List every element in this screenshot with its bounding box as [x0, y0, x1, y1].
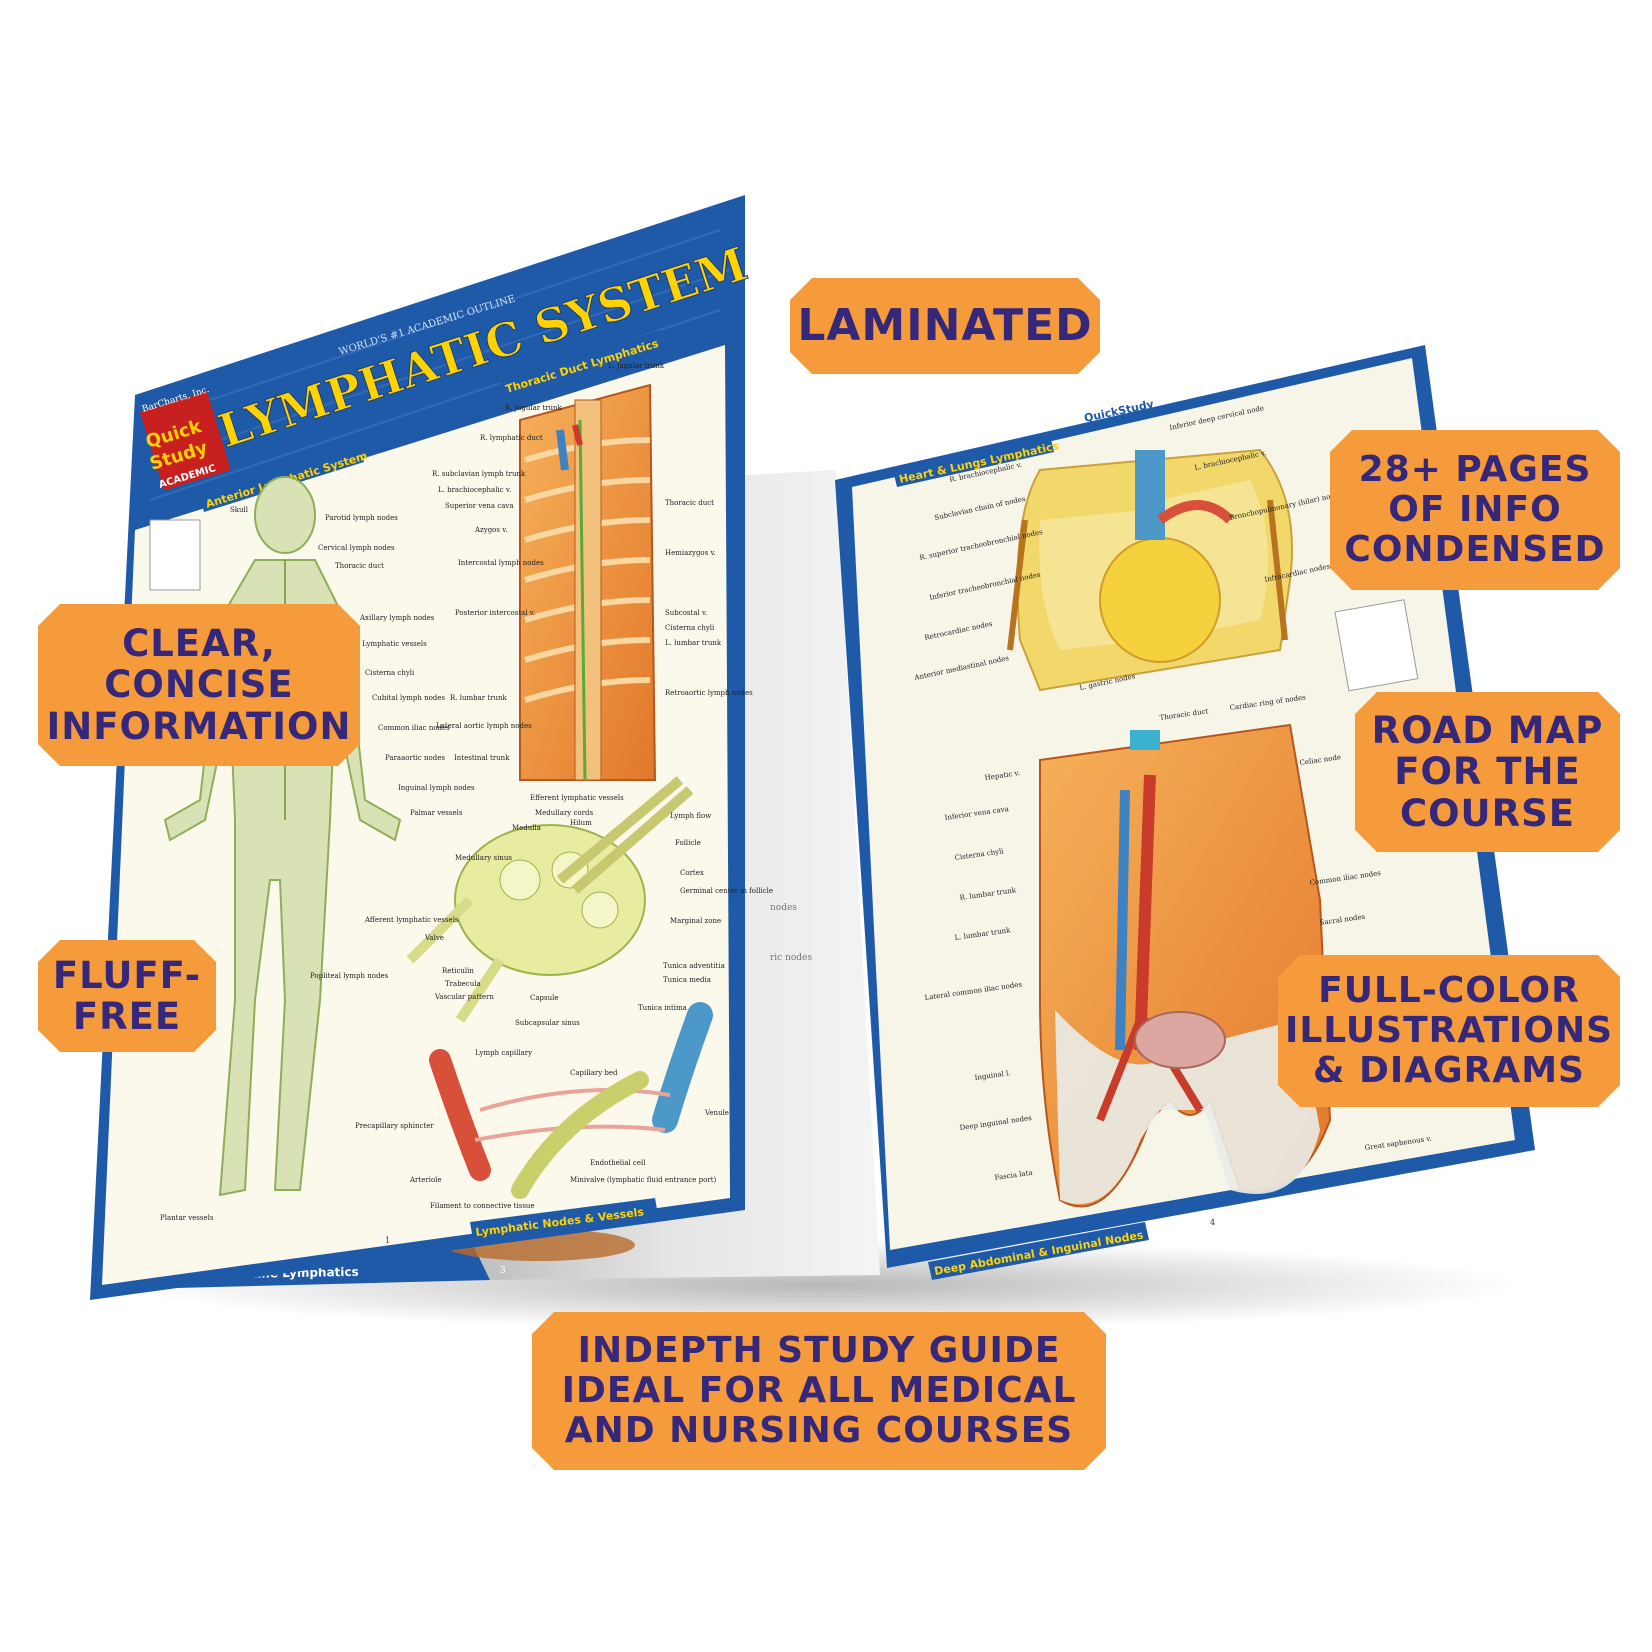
anterior-label: Skull — [230, 506, 249, 514]
node-label: Hilum — [570, 819, 592, 827]
thoracic-label: L. brachiocephalic v. — [438, 486, 511, 494]
badge-laminated: LAMINATED — [790, 278, 1100, 374]
node-label: Valve — [424, 934, 444, 942]
thoracic-label: R. lumbar trunk — [450, 694, 508, 702]
thoracic-label: Superior vena cava — [445, 502, 514, 510]
thoracic-label: L. jugular trunk — [608, 362, 665, 370]
node-label: Tunica intima — [638, 1004, 687, 1012]
anterior-label: Cervical lymph nodes — [318, 544, 395, 552]
node-label: Cortex — [680, 869, 704, 877]
node-label: Lymph flow — [670, 812, 711, 820]
node-label: Subcapsular sinus — [515, 1019, 580, 1027]
lymph-node-illustration — [406, 776, 694, 1023]
node-label: Tunica adventitia — [663, 962, 725, 970]
anterior-label: Common iliac nodes — [378, 724, 450, 732]
badge-road-map: ROAD MAP FOR THE COURSE — [1355, 692, 1620, 852]
thoracic-label: R. subclavian lymph trunk — [432, 470, 526, 478]
abdominal-illustration — [1039, 723, 1332, 1208]
thoracic-label: Intestinal trunk — [454, 754, 510, 762]
left-page-number: 1 — [385, 1236, 390, 1245]
capillary-bed-illustration — [429, 1002, 713, 1199]
badge-fluff-free: FLUFF- FREE — [38, 940, 216, 1052]
node-label: Afferent lymphatic vessels — [364, 916, 459, 924]
right-page-number: 4 — [1210, 1218, 1215, 1227]
badge-clear-concise: CLEAR, CONCISE INFORMATION — [38, 604, 360, 766]
thoracic-label: Retroaortic lymph nodes — [665, 689, 753, 697]
thoracic-label: Posterior intercostal v. — [455, 609, 535, 617]
anterior-label: Paraaortic nodes — [385, 754, 445, 762]
svg-text:nodes: nodes — [770, 903, 797, 913]
badge-full-color: FULL-COLOR ILLUSTRATIONS & DIAGRAMS — [1278, 955, 1620, 1107]
back-page-number: 3 — [500, 1266, 506, 1276]
thoracic-label: Cisterna chyli — [665, 624, 715, 632]
svg-text:ric nodes: ric nodes — [770, 953, 812, 963]
node-label: Medullary sinus — [455, 854, 512, 862]
anterior-label: Cubital lymph nodes — [372, 694, 445, 702]
node-label: Marginal zone — [670, 917, 721, 925]
anterior-label: Axillary lymph nodes — [359, 614, 435, 622]
anterior-label: Plantar vessels — [160, 1214, 214, 1222]
vessel-label: Venule — [704, 1109, 729, 1117]
anterior-label: Popliteal lymph nodes — [310, 972, 389, 980]
thoracic-label: Intercostal lymph nodes — [458, 559, 544, 567]
anterior-label: Thoracic duct — [335, 562, 384, 570]
thoracic-label: Thoracic duct — [665, 499, 714, 507]
node-label: Medulla — [512, 824, 541, 832]
node-label: Trabecula — [445, 980, 481, 988]
vessel-label: Minivalve (lymphatic fluid entrance port… — [570, 1176, 717, 1184]
node-label: Efferent lymphatic vessels — [530, 794, 624, 802]
node-label: Medullary cords — [535, 809, 593, 817]
thoracic-label: Hemiazygos v. — [665, 549, 716, 557]
thoracic-label: L. lumbar trunk — [665, 639, 722, 647]
thoracic-label: Azygos v. — [474, 526, 508, 534]
vessel-label: Lymph capillary — [475, 1049, 532, 1057]
vessel-label: Arteriole — [409, 1176, 442, 1184]
node-label: Reticulin — [442, 967, 474, 975]
thoracic-label: R. lymphatic duct — [480, 434, 543, 442]
vessel-label: Endothelial cell — [590, 1159, 646, 1167]
left-page: Quick Study ACADEMIC BarCharts, Inc. WOR… — [90, 195, 773, 1300]
badge-pages-condensed: 28+ PAGES OF INFO CONDENSED — [1330, 430, 1620, 590]
vessel-label: Precapillary sphincter — [355, 1122, 434, 1130]
anterior-label: Inguinal lymph nodes — [398, 784, 475, 792]
thoracic-label: R. jugular trunk — [505, 404, 563, 412]
node-label: Capsule — [530, 994, 559, 1002]
anterior-label: Cisterna chyli — [365, 669, 415, 677]
thoracic-duct-illustration — [519, 383, 657, 781]
heart-lungs-illustration — [1007, 448, 1293, 692]
anterior-label: Palmar vessels — [410, 809, 463, 817]
anterior-label: Lymphatic vessels — [362, 640, 427, 648]
badge-indepth-study-guide: INDEPTH STUDY GUIDE IDEAL FOR ALL MEDICA… — [532, 1312, 1106, 1470]
node-label: Vascular pattern — [434, 993, 494, 1001]
node-label: Germinal center in follicle — [680, 887, 773, 895]
vessel-label: Filament to connective tissue — [430, 1202, 535, 1210]
node-label: Follicle — [675, 839, 701, 847]
node-label: Tunica media — [663, 976, 711, 984]
anterior-label: Parotid lymph nodes — [325, 514, 398, 522]
thoracic-label: Subcostal v. — [665, 609, 707, 617]
thoracic-label: Lateral aortic lymph nodes — [436, 722, 532, 730]
vessel-label: Capillary bed — [570, 1069, 618, 1077]
